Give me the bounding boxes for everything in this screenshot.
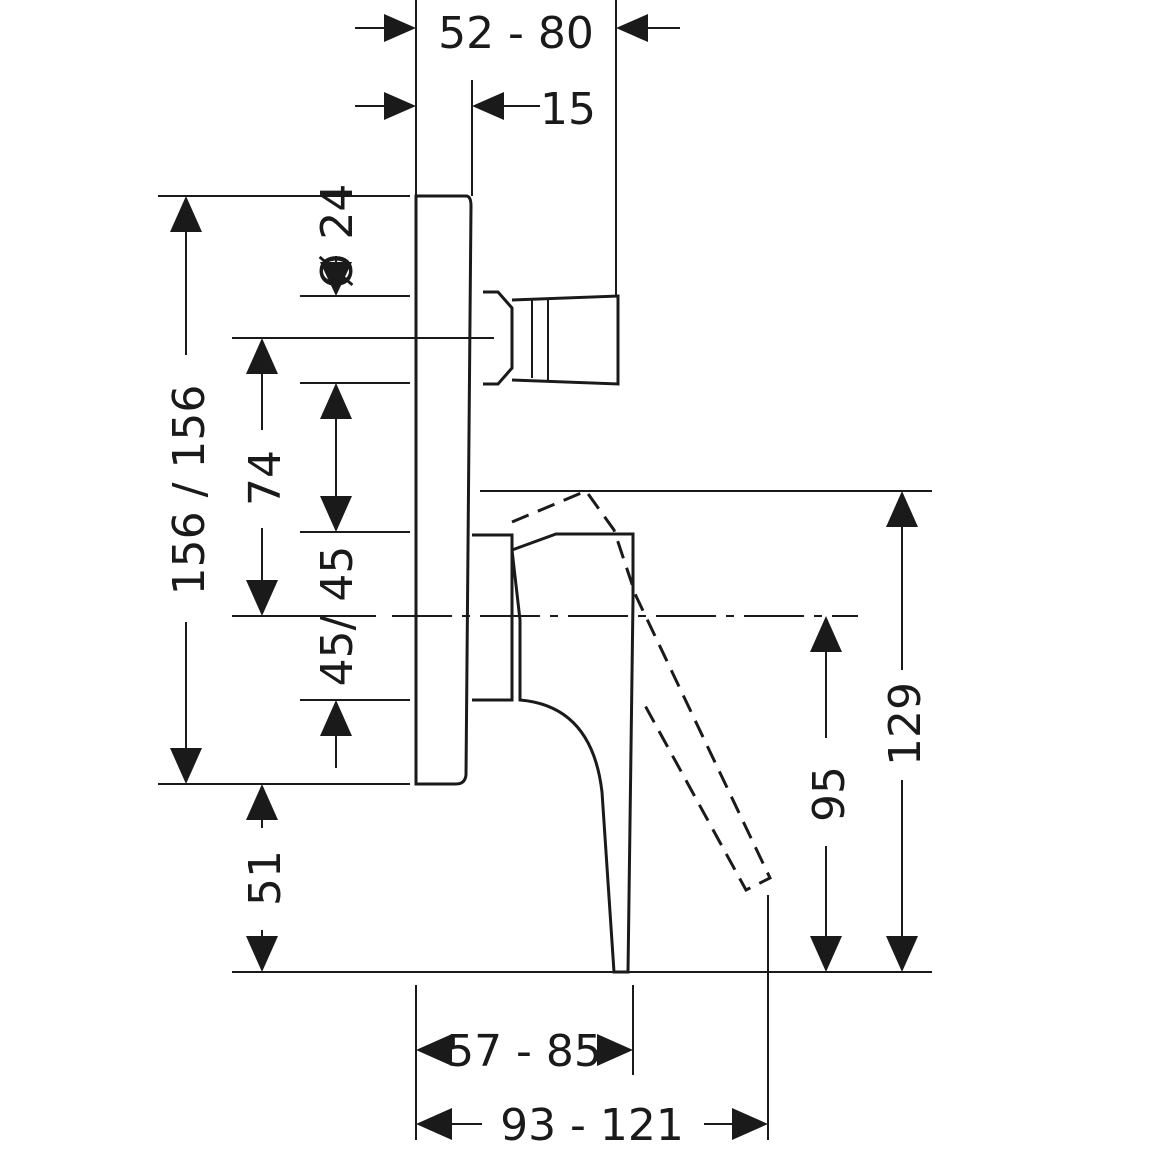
arrow-cartridge-bottom	[320, 700, 352, 736]
arrow-diameter	[320, 262, 352, 296]
label-total-height: 129	[880, 682, 931, 766]
arrow-plate-height-top	[170, 196, 202, 232]
label-cartridge: 45/ 45	[312, 546, 363, 687]
spout-neck	[483, 290, 514, 386]
arrow-total-depth-left	[416, 1108, 452, 1140]
label-top-width: 52 - 80	[438, 8, 594, 59]
arrow-cartridge-top	[320, 383, 352, 419]
label-upper-center: 74	[240, 450, 291, 506]
arrow-top-width-right	[616, 14, 648, 42]
wall-plate	[414, 194, 473, 786]
cartridge-housing	[472, 533, 514, 702]
arrow-cartridge-mid	[320, 496, 352, 532]
arrow-top-offset-right	[472, 92, 504, 120]
lever-alt-position	[511, 489, 772, 892]
label-lever-depth: 57 - 85	[446, 1026, 602, 1077]
arrow-total-height-top	[886, 491, 918, 527]
label-top-offset: 15	[540, 84, 596, 135]
spout-body	[511, 294, 620, 386]
label-below-plate: 51	[240, 850, 291, 906]
arrow-lever-reach-bottom	[810, 936, 842, 972]
label-lever-reach: 95	[804, 766, 855, 822]
arrow-total-height-bottom	[886, 936, 918, 972]
label-total-depth: 93 - 121	[500, 1100, 684, 1151]
label-plate-height: 156 / 156	[164, 385, 215, 596]
arrow-lever-depth-left	[416, 1034, 452, 1066]
arrow-below-plate-bottom	[246, 936, 278, 972]
arrow-top-offset-left	[384, 92, 416, 120]
arrow-top-width-left	[384, 14, 416, 42]
arrow-below-plate-top	[246, 784, 278, 820]
arrow-upper-center-bottom	[246, 580, 278, 616]
arrow-plate-height-bottom	[170, 748, 202, 784]
arrow-lever-reach-top	[810, 616, 842, 652]
lever-handle	[510, 532, 635, 974]
arrow-lever-depth-right	[597, 1034, 633, 1066]
arrow-upper-center-top	[246, 338, 278, 374]
arrow-total-depth-right	[732, 1108, 768, 1140]
